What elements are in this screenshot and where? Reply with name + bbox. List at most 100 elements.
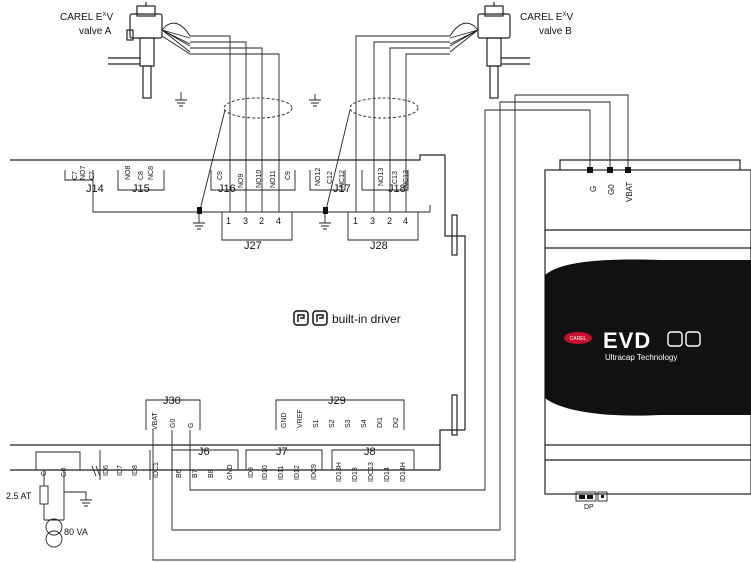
connector-j18-label: J18 [388,183,406,195]
supply-pin-g0: G0 [607,184,616,195]
j6-pin-b7: B7 [192,469,199,478]
j7-pin-id10: ID10 [262,465,269,480]
built-in-driver-label: built-in driver [332,312,401,326]
valve-a-label-line1: CAREL EXV [60,12,113,23]
j7-pin-idc9: IDC9 [311,464,318,480]
connector-j17-pin1: NO12 [315,168,322,186]
connector-j18-pin1: NO13 [378,168,385,186]
j8-pin-id13: ID13 [352,467,359,482]
fuse-label: 2.5 AT [6,491,32,501]
j7-pin-id9: ID9 [248,467,255,478]
top-connector-row: C7 NO7 C7 J14 NO8 C8 NC8 J15 C9 NO9 NO10… [64,166,431,213]
connector-j16-label: J16 [218,183,236,195]
transformer-label: 80 VA [64,527,88,537]
supply-wiring: G G0 VBAT [152,94,634,561]
ground-icon [80,499,92,507]
built-in-driver-icon [293,310,328,326]
connector-j15-label: J15 [132,183,150,195]
connector-j15-pin1: NO8 [125,166,132,181]
j27-pin3: 3 [243,216,248,226]
evd-module: CAREL EVD Ultracap Technology DP [544,159,751,511]
connector-j14-pin2: NO7 [80,166,87,181]
valve-terminal-j28: 1 3 2 4 J28 [347,212,419,252]
j27-pin2: 2 [259,216,264,226]
j29-label: J29 [328,395,346,407]
connector-j14-pin1: C7 [72,171,79,180]
j6-pin-b6: B6 [176,469,183,478]
valve-a-label-line2: valve A [79,26,112,37]
j6-label: J6 [198,446,210,458]
connector-j17-pin2: C12 [327,171,334,184]
ground-icon [319,214,331,230]
connector-j17-label: J17 [333,183,351,195]
supply-pin-vbat: VBAT [625,182,634,202]
j27-label: J27 [244,240,262,252]
j28-label: J28 [370,240,388,252]
shield-and-ground [175,92,419,230]
j28-pin2: 2 [387,216,392,226]
connector-j14-label: J14 [86,183,104,195]
j29-pin-gnd: GND [281,412,288,428]
j30-label: J30 [163,395,181,407]
valve-b-label-line1: CAREL EXV [520,12,573,23]
valve-a-icon [108,2,280,212]
connector-j18-pin2: C13 [392,171,399,184]
connector-j16-pin2: NO9 [238,174,245,189]
j8-pin-idc13: IDC13 [368,462,375,482]
bottom-connector-row: J30 VBAT G0 G J29 GND VREF S1 S2 S3 S4 D… [99,395,415,482]
j27-pin1: 1 [226,216,231,226]
j27-pin4: 4 [276,216,281,226]
ground-icon [193,214,205,230]
connector-j14-pin3: C7 [89,171,96,180]
j8-pin-id13h: ID13H [336,462,343,482]
left-pin-idc1: IDC1 [153,462,160,478]
controller-board-outline [10,154,466,471]
j29-pin-vref: VREF [297,409,304,428]
evd-logo: EVD [603,328,651,353]
evd-badge-icons [667,331,701,347]
j8-label: J8 [364,446,376,458]
j29-pin-di1: DI1 [377,417,384,428]
ground-icon [309,94,321,107]
j30-pin-g0: G0 [170,419,177,428]
left-pin-id6: ID6 [103,465,110,476]
j30-pin-g: G [188,423,195,428]
connector-j16-pin4: NO11 [270,170,277,188]
j7-pin-id12: ID12 [294,465,301,480]
j29-pin-s1: S1 [313,419,320,428]
j29-pin-di2: DI2 [393,417,400,428]
valve-terminal-j27: 1 3 2 4 J27 [221,212,293,252]
supply-pin-g: G [589,186,598,192]
valve-b-label-line2: valve B [539,26,572,37]
j28-pin1: 1 [353,216,358,226]
j6-pin-gnd: GND [227,464,234,480]
j7-label: J7 [276,446,288,458]
j29-pin-s4: S4 [361,419,368,428]
j6-pin-b8: B8 [208,469,215,478]
left-pin-id7: ID7 [117,465,124,476]
j7-pin-id11: ID11 [278,466,285,480]
j29-pin-s3: S3 [345,419,352,428]
j28-pin3: 3 [370,216,375,226]
j8-pin-id14: ID14 [384,467,391,482]
connector-j16-pin5: C9 [285,171,292,180]
carel-logo: CAREL [564,332,592,344]
connector-j16-pin3: NO10 [256,170,263,188]
evd-subtitle: Ultracap Technology [605,353,677,362]
valve-b-icon [355,2,530,212]
j8-pin-id14h: ID14H [400,462,407,482]
connector-j16-pin1: C9 [217,171,224,180]
ground-icon [175,92,187,107]
dip-switch-label: DP [584,504,594,511]
dip-switch [575,491,608,502]
j28-pin4: 4 [403,216,408,226]
carel-brand-text: CAREL [570,336,587,342]
power-g-label: G [41,471,48,476]
power-supply: G G0 2.5 AT 80 VA [6,451,101,548]
connector-j15-pin3: NC8 [148,166,155,180]
left-pin-id8: ID8 [132,465,139,476]
connector-j17-pin3: NC12 [339,170,346,188]
connector-j18-pin3: NC13 [403,170,410,188]
j29-pin-s2: S2 [329,419,336,428]
